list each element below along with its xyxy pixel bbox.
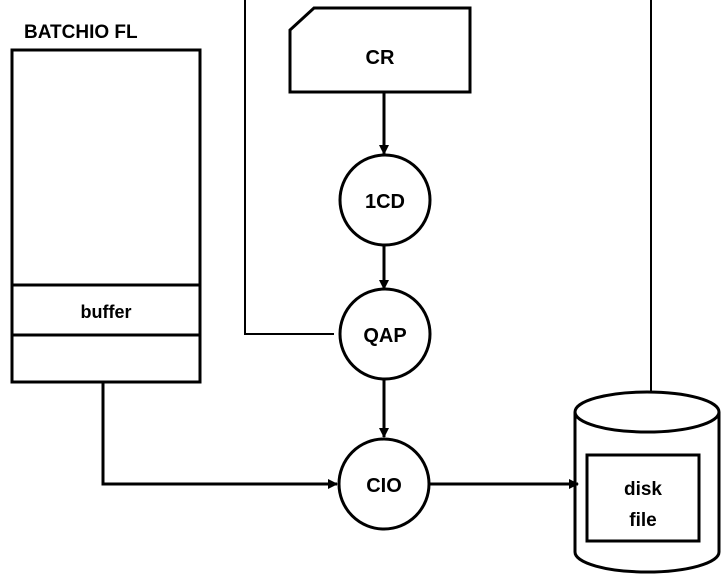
buffer-label: buffer [81,302,132,322]
qap-input-line [244,0,334,335]
buffer-to-cio-arrow [101,382,338,489]
disk-label-line1: disk [624,479,662,500]
fl-title: BATCHIO FL [24,22,138,43]
qap-label: QAP [363,325,406,347]
icd-label: 1CD [365,191,405,213]
cr-label: CR [366,47,395,69]
disk-cylinder [573,390,721,574]
disk-label-line2: file [629,510,656,531]
cio-label: CIO [366,475,402,497]
cr-card-shape [288,6,472,94]
fl-storage-box [10,48,202,384]
